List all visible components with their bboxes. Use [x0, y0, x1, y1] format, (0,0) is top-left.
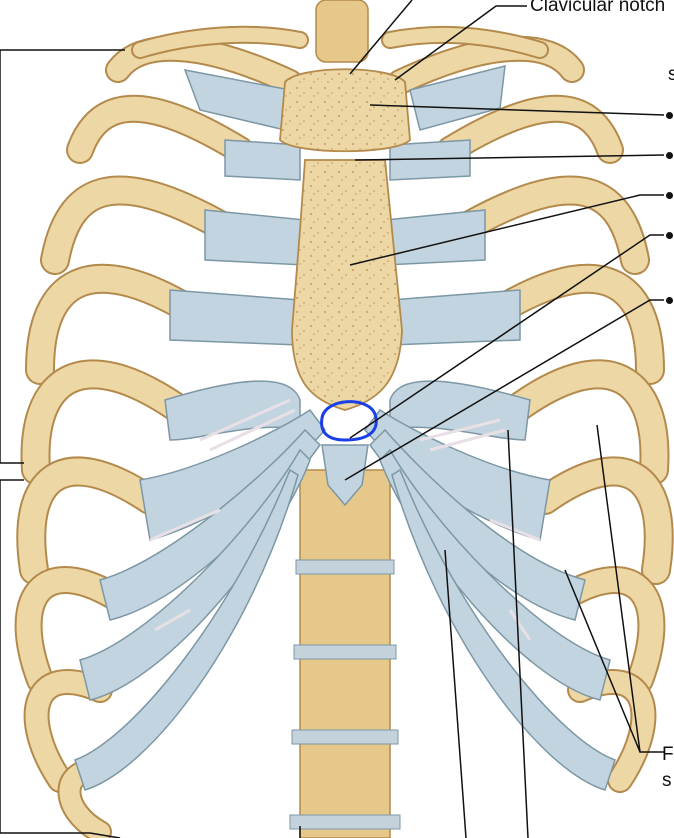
label-bullet: [666, 232, 673, 239]
xiphoid-process: [321, 444, 369, 507]
partial-label-s: s: [668, 64, 674, 85]
partial-label-s2: s: [662, 770, 672, 791]
sternum: [279, 68, 411, 507]
label-bullet: [666, 297, 673, 304]
partial-label-f: F: [662, 744, 674, 765]
manubrium: [279, 68, 411, 153]
ribs-left: [14, 35, 303, 838]
clavicles: [131, 25, 549, 59]
ligaments: [149, 398, 541, 641]
vertebral-column: [289, 0, 401, 838]
label-bullet: [666, 192, 673, 199]
ribs-right: [387, 35, 674, 793]
costal-cartilages: [74, 65, 616, 791]
label-bullet: [666, 112, 673, 119]
label-bullet: [666, 152, 673, 159]
clavicular-notch-label: Clavicular notch: [530, 0, 666, 16]
sternal-body: [291, 159, 403, 411]
highlight-circle: [320, 400, 378, 442]
